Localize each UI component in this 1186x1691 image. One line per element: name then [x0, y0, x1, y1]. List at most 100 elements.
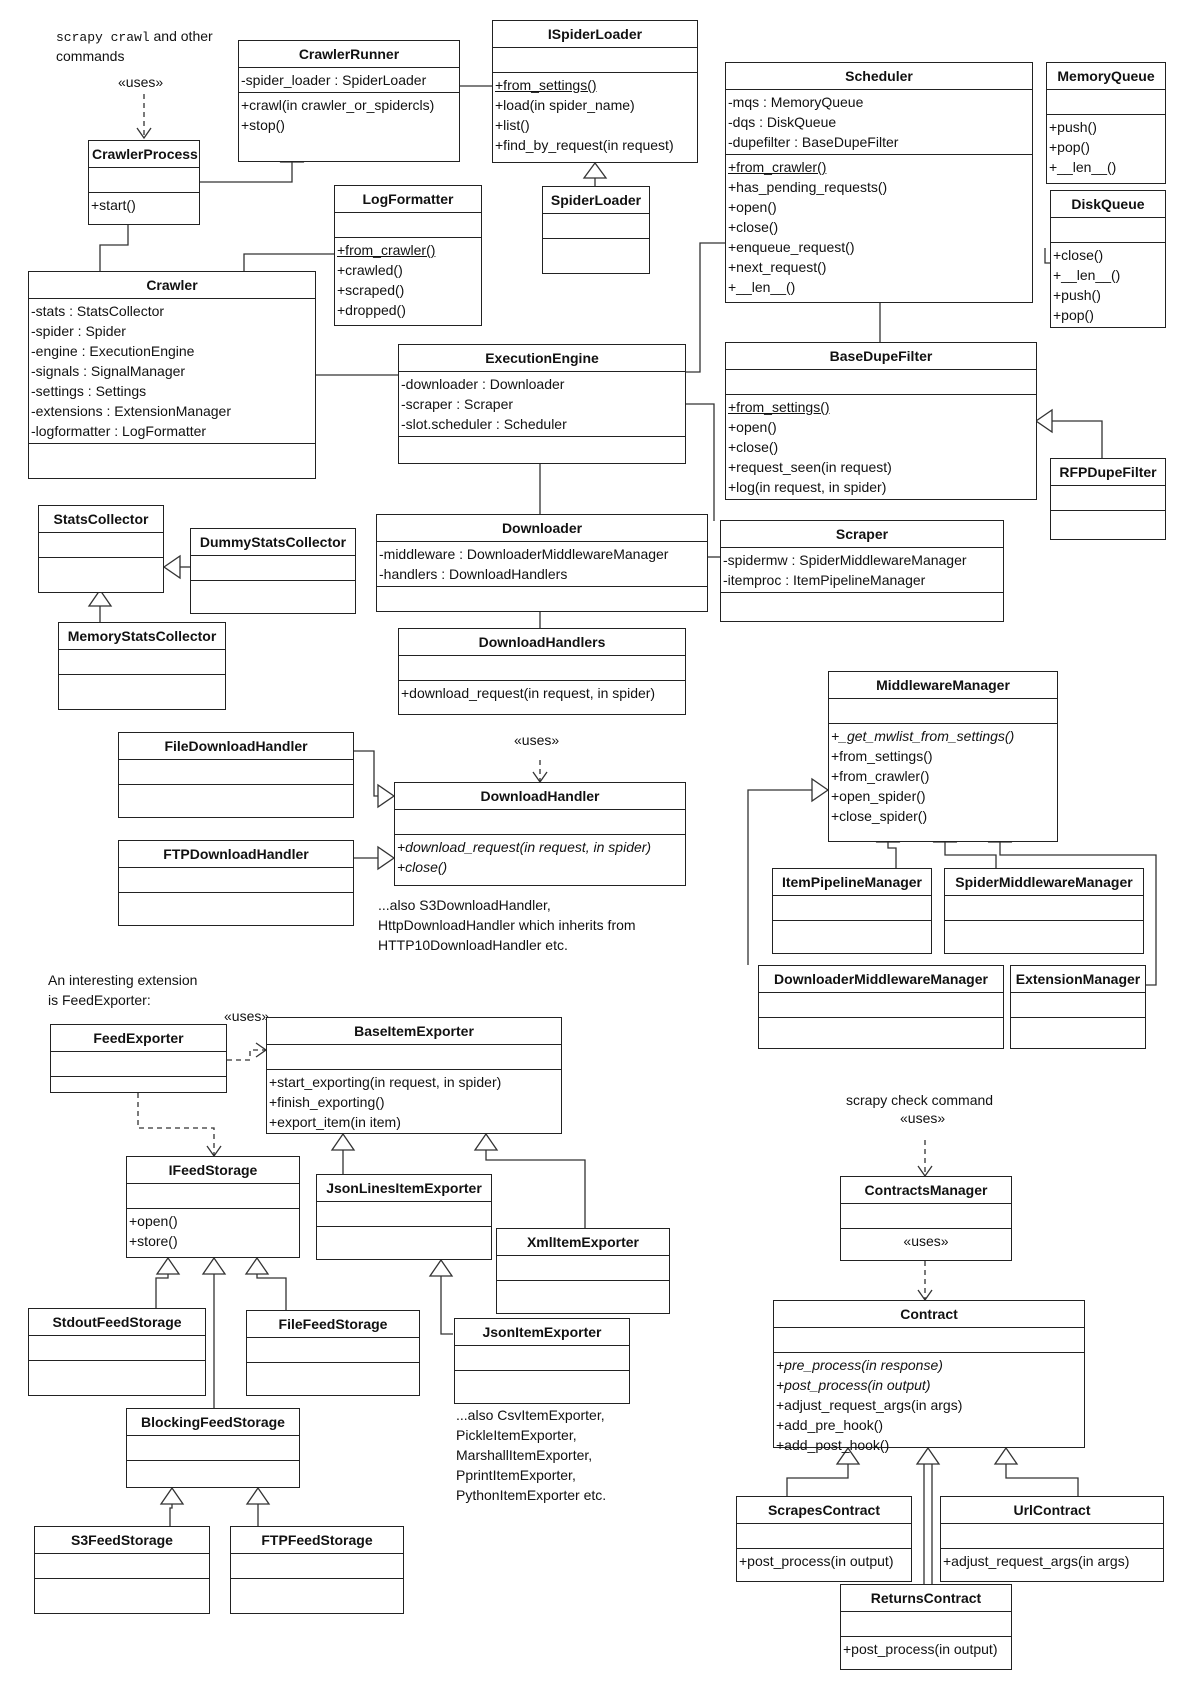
- operation: +pop(): [1049, 139, 1090, 155]
- attributes-section: [726, 370, 1036, 395]
- arrow-statscollector: [162, 554, 181, 580]
- edge-extension-mwm: [999, 842, 1157, 986]
- operation: +close(): [1053, 247, 1104, 263]
- attributes-section: -stats : StatsCollector-spider : Spider-…: [29, 299, 315, 444]
- note-exporters-5: PythonItemExporter etc.: [456, 1487, 607, 1503]
- class-dummystatscollector: DummyStatsCollector: [190, 528, 356, 614]
- operations-section: [127, 1461, 299, 1487]
- operation: +dropped(): [337, 302, 406, 318]
- attributes-section: [119, 868, 353, 893]
- attributes-section: [127, 1436, 299, 1461]
- class-downloadhandler: DownloadHandler +download_request(in requ…: [394, 782, 686, 886]
- edge-crawlerprocess-crawlerrunner: [200, 162, 293, 183]
- attribute: -spider : Spider: [31, 323, 126, 339]
- operation: +enqueue_request(): [728, 239, 855, 255]
- operation: +stop(): [241, 117, 285, 133]
- operation: +has_pending_requests(): [728, 179, 888, 195]
- edge-s3-blocking: [169, 1504, 173, 1526]
- note-extension-1: An interesting extension: [48, 972, 198, 988]
- class-crawlerprocess: CrawlerProcess +start(): [88, 140, 200, 225]
- class-name: CrawlerProcess: [89, 141, 199, 168]
- operations-section: [497, 1281, 669, 1313]
- operation: +adjust_request_args(in args): [776, 1397, 963, 1413]
- attributes-section: [247, 1338, 419, 1363]
- note-exporters-3: MarshallItemExporter,: [456, 1447, 593, 1463]
- edge-filedh-downloadhandler: [354, 750, 378, 797]
- stereotype-uses-crawl: «uses»: [118, 74, 164, 90]
- edge-file-ifeed: [256, 1274, 287, 1310]
- operation: +finish_exporting(): [269, 1094, 385, 1110]
- class-name: ScrapesContract: [737, 1497, 911, 1524]
- edge-url-contract: [1005, 1464, 1079, 1496]
- class-name: DownloadHandler: [395, 783, 685, 810]
- operations-section: +from_crawler()+crawled()+scraped()+drop…: [335, 238, 481, 325]
- operations-section: [773, 921, 931, 953]
- class-scraper: Scraper-spidermw : SpiderMiddlewareManag…: [720, 520, 1004, 622]
- class-name: MiddlewareManager: [829, 672, 1057, 699]
- operations-section: «uses»: [841, 1229, 1011, 1260]
- attribute: -signals : SignalManager: [31, 363, 186, 379]
- note-download-handlers-3: HTTP10DownloadHandler etc.: [378, 937, 568, 953]
- class-feedexporter: FeedExporter: [50, 1024, 227, 1093]
- operations-section: [399, 437, 685, 463]
- operation: +list(): [495, 117, 530, 133]
- attribute: -dqs : DiskQueue: [728, 114, 837, 130]
- class-name: DummyStatsCollector: [191, 529, 355, 556]
- class-memorystatscollector: MemoryStatsCollector: [58, 622, 226, 710]
- operation: +add_post_hook(): [776, 1437, 890, 1453]
- attributes-section: [267, 1045, 561, 1070]
- operation: +start_exporting(in request, in spider): [269, 1074, 502, 1090]
- class-name: S3FeedStorage: [35, 1527, 209, 1554]
- attribute: -engine : ExecutionEngine: [31, 343, 195, 359]
- operations-section: +download_request(in request, in spider): [399, 681, 685, 714]
- attributes-section: [493, 48, 697, 73]
- edge-itempipeline-mwm: [887, 842, 897, 868]
- edge-scrapes-contract: [786, 1464, 849, 1496]
- attributes-section: [191, 556, 355, 581]
- class-name: ItemPipelineManager: [773, 869, 931, 896]
- class-name: Scraper: [721, 521, 1003, 548]
- class-name: DiskQueue: [1051, 191, 1165, 218]
- edge-feedexporter-baseitemexporter: [227, 1049, 266, 1061]
- note-exporters-2: PickleItemExporter,: [456, 1427, 577, 1443]
- class-executionengine: ExecutionEngine-downloader : Downloader-…: [398, 344, 686, 464]
- attributes-section: [335, 213, 481, 238]
- note-crawl-command: scrapy crawl and other: [56, 28, 213, 45]
- operations-section: +open()+store(): [127, 1209, 299, 1257]
- attribute: -slot.scheduler : Scheduler: [401, 416, 567, 432]
- operation: +__len__(): [728, 279, 796, 295]
- operation: +download_request(in request, in spider): [397, 839, 652, 855]
- arrow-mwm-4: [811, 777, 830, 803]
- class-name: JsonLinesItemExporter: [317, 1175, 491, 1202]
- class-name: ReturnsContract: [841, 1585, 1011, 1612]
- operation: +start(): [91, 197, 136, 213]
- edge-scheduler-diskqueue: [1044, 248, 1050, 264]
- class-name: FTPDownloadHandler: [119, 841, 353, 868]
- class-logformatter: LogFormatter+from_crawler()+crawled()+sc…: [334, 185, 482, 326]
- attribute: -logformatter : LogFormatter: [31, 423, 207, 439]
- class-spidermiddlewaremanager: SpiderMiddlewareManager: [944, 868, 1144, 954]
- operations-section: [35, 1579, 209, 1613]
- class-blockingfeedstorage: BlockingFeedStorage: [126, 1408, 300, 1488]
- class-returnscontract: ReturnsContract+post_process(in output): [840, 1584, 1012, 1670]
- attributes-section: [497, 1256, 669, 1281]
- operation: +open(): [728, 199, 777, 215]
- class-jsonlinesitemexporter: JsonLinesItemExporter: [316, 1174, 492, 1260]
- operation: +post_process(in output): [739, 1553, 894, 1569]
- attributes-section: [941, 1524, 1163, 1549]
- class-crawlerrunner: CrawlerRunner-spider_loader : SpiderLoad…: [238, 40, 460, 162]
- attributes-section: [1051, 218, 1165, 243]
- note-download-handlers-1: ...also S3DownloadHandler,: [378, 897, 551, 913]
- class-spiderloader: SpiderLoader: [542, 186, 650, 274]
- operations-section: [191, 581, 355, 613]
- attributes-section: [51, 1052, 226, 1077]
- operation: +open(): [728, 419, 777, 435]
- attributes-section: -mqs : MemoryQueue-dqs : DiskQueue-dupef…: [726, 90, 1032, 155]
- edge-downloadermw-mwm: [747, 789, 812, 965]
- class-ispiderloader: ISpiderLoader+from_settings()+load(in sp…: [492, 20, 698, 163]
- operation: +from_settings(): [728, 399, 830, 415]
- attributes-section: [774, 1328, 1084, 1353]
- operation: +crawled(): [337, 262, 403, 278]
- class-filedownloadhandler: FileDownloadHandler: [118, 732, 354, 818]
